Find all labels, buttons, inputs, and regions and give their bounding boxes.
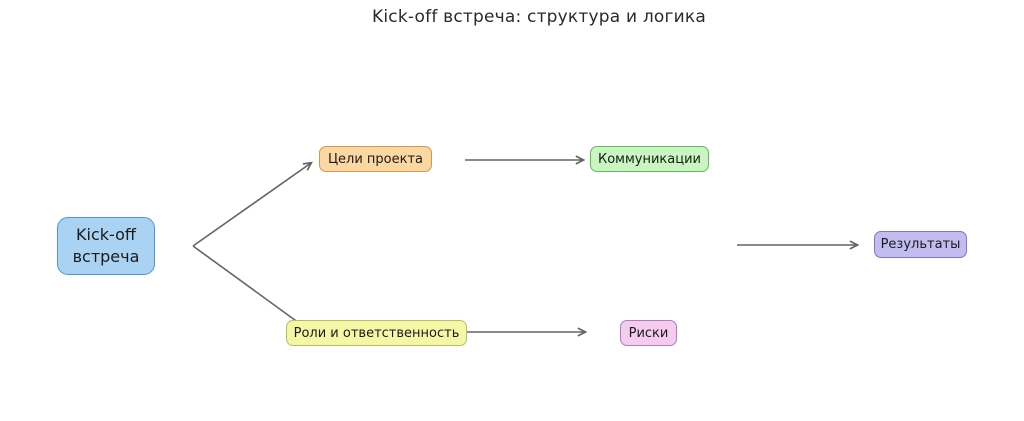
node-results: Результаты xyxy=(874,231,967,258)
node-risks: Риски xyxy=(620,320,677,346)
arrow-kickoff-to-goals xyxy=(192,163,311,247)
node-goals: Цели проекта xyxy=(319,146,432,172)
node-goals-label: Цели проекта xyxy=(327,151,424,167)
diagram-title: Kick-off встреча: структура и логика xyxy=(372,7,706,27)
node-communications: Коммуникации xyxy=(590,146,709,172)
arrow-kickoff-to-roles xyxy=(192,245,310,331)
node-roles: Роли и ответственность xyxy=(286,320,467,346)
node-risks-label: Риски xyxy=(628,325,669,341)
node-kickoff-label: Kick-off встреча xyxy=(72,225,140,266)
node-kickoff: Kick-off встреча xyxy=(57,217,155,275)
node-communications-label: Коммуникации xyxy=(597,151,701,167)
node-roles-label: Роли и ответственность xyxy=(293,325,460,341)
node-results-label: Результаты xyxy=(880,237,961,252)
